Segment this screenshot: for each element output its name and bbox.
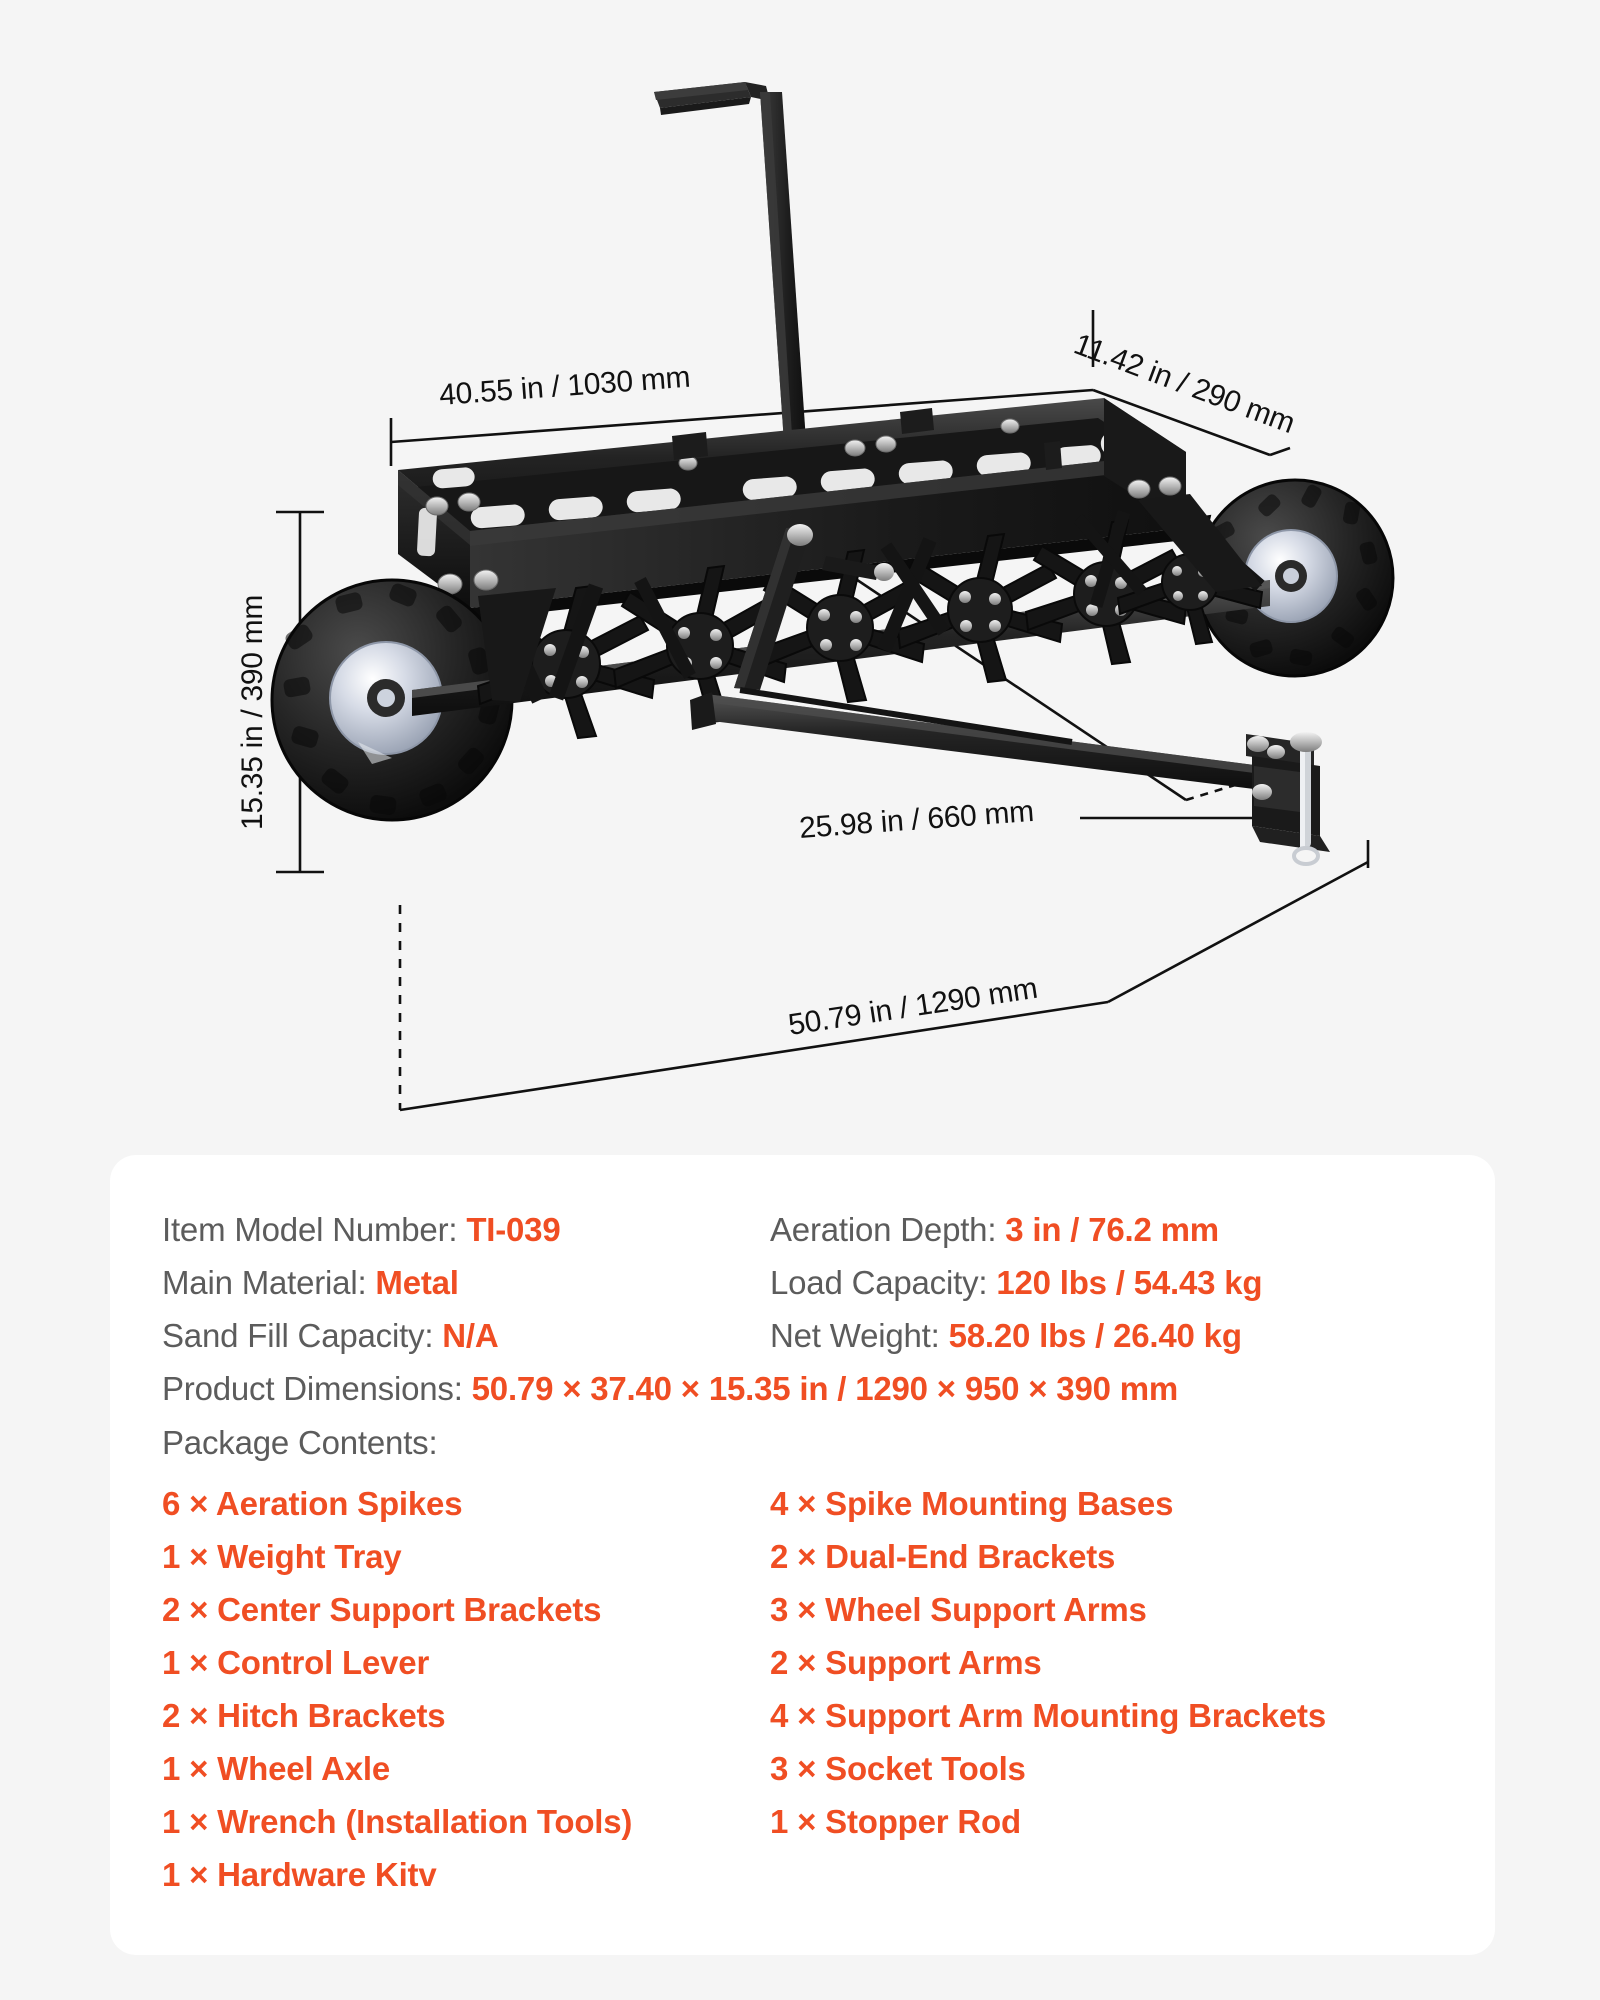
spike-aerator-product xyxy=(270,82,1395,866)
spec-value: 120 lbs / 54.43 kg xyxy=(996,1264,1263,1301)
dim-label-spike-span: 25.98 in / 660 mm xyxy=(798,795,1035,845)
spec-label: Main Material: xyxy=(162,1264,376,1301)
package-item: 1 × Wrench (Installation Tools) xyxy=(162,1803,633,1840)
spec-main-material: Main Material: Metal xyxy=(162,1256,770,1309)
package-contents-label: Package Contents: xyxy=(162,1424,438,1461)
spec-value: 3 in / 76.2 mm xyxy=(1005,1211,1219,1248)
spec-aeration-depth: Aeration Depth: 3 in / 76.2 mm xyxy=(770,1203,1495,1256)
spec-net-weight: Net Weight: 58.20 lbs / 26.40 kg xyxy=(770,1309,1495,1362)
package-contents-column-left: 6 × Aeration Spikes 1 × Weight Tray 2 × … xyxy=(162,1477,770,1901)
wheel-right xyxy=(1195,478,1395,678)
spec-label: Item Model Number: xyxy=(162,1211,467,1248)
package-item: 1 × Control Lever xyxy=(162,1644,430,1681)
package-item: 2 × Hitch Brackets xyxy=(162,1697,446,1734)
package-item: 6 × Aeration Spikes xyxy=(162,1485,463,1522)
spec-item-model-number: Item Model Number: TI-039 xyxy=(162,1203,770,1256)
spec-sand-fill-capacity: Sand Fill Capacity: N/A xyxy=(162,1309,770,1362)
spec-value: TI-039 xyxy=(466,1211,561,1248)
package-item: 1 × Hardware Kitv xyxy=(162,1856,437,1893)
spec-value: Metal xyxy=(375,1264,459,1301)
spec-value: N/A xyxy=(442,1317,499,1354)
package-item: 2 × Center Support Brackets xyxy=(162,1591,602,1628)
dim-label-tray-width: 40.55 in / 1030 mm xyxy=(438,361,691,412)
spec-grid: Item Model Number: TI-039 Aeration Depth… xyxy=(162,1203,1495,1471)
spike-star xyxy=(896,532,1064,684)
hitch-tow-arm xyxy=(690,692,1262,790)
center-support-bracket xyxy=(734,524,813,690)
package-item: 1 × Weight Tray xyxy=(162,1538,402,1575)
spec-label: Sand Fill Capacity: xyxy=(162,1317,443,1354)
package-item: 4 × Spike Mounting Bases xyxy=(770,1485,1174,1522)
spec-label: Aeration Depth: xyxy=(770,1211,1006,1248)
hitch-bracket xyxy=(1246,732,1330,866)
weight-tray xyxy=(398,398,1186,620)
spec-label: Net Weight: xyxy=(770,1317,949,1354)
package-item: 3 × Socket Tools xyxy=(770,1750,1026,1787)
package-contents-column-right: 4 × Spike Mounting Bases 2 × Dual-End Br… xyxy=(770,1477,1495,1901)
dual-end-bracket-left xyxy=(478,588,556,702)
spec-load-capacity: Load Capacity: 120 lbs / 54.43 kg xyxy=(770,1256,1495,1309)
spec-label: Load Capacity: xyxy=(770,1264,997,1301)
package-item: 3 × Wheel Support Arms xyxy=(770,1591,1147,1628)
stopper-rod xyxy=(739,687,1073,745)
spec-label: Product Dimensions: xyxy=(162,1370,472,1407)
specification-card: Item Model Number: TI-039 Aeration Depth… xyxy=(110,1155,1495,1955)
package-item: 2 × Dual-End Brackets xyxy=(770,1538,1116,1575)
control-lever xyxy=(654,82,812,530)
product-diagram: 40.55 in / 1030 mm 11.42 in / 290 mm 15.… xyxy=(236,82,1395,1112)
spec-value: 50.79 × 37.40 × 15.35 in / 1290 × 950 × … xyxy=(471,1370,1179,1407)
dual-end-bracket-right xyxy=(1138,494,1262,592)
package-contents-grid: 6 × Aeration Spikes 1 × Weight Tray 2 × … xyxy=(162,1477,1495,1901)
dim-label-height: 15.35 in / 390 mm xyxy=(236,595,269,830)
package-item: 1 × Wheel Axle xyxy=(162,1750,390,1787)
package-item: 2 × Support Arms xyxy=(770,1644,1042,1681)
spec-product-dimensions: Product Dimensions: 50.79 × 37.40 × 15.3… xyxy=(162,1362,1495,1415)
package-item: 1 × Stopper Rod xyxy=(770,1803,1021,1840)
tray-bolts xyxy=(425,418,1182,595)
package-item: 4 × Support Arm Mounting Brackets xyxy=(770,1697,1326,1734)
lever-linkage xyxy=(822,556,894,581)
spec-value: 58.20 lbs / 26.40 kg xyxy=(948,1317,1242,1354)
tray-rim-tabs xyxy=(672,408,1062,470)
